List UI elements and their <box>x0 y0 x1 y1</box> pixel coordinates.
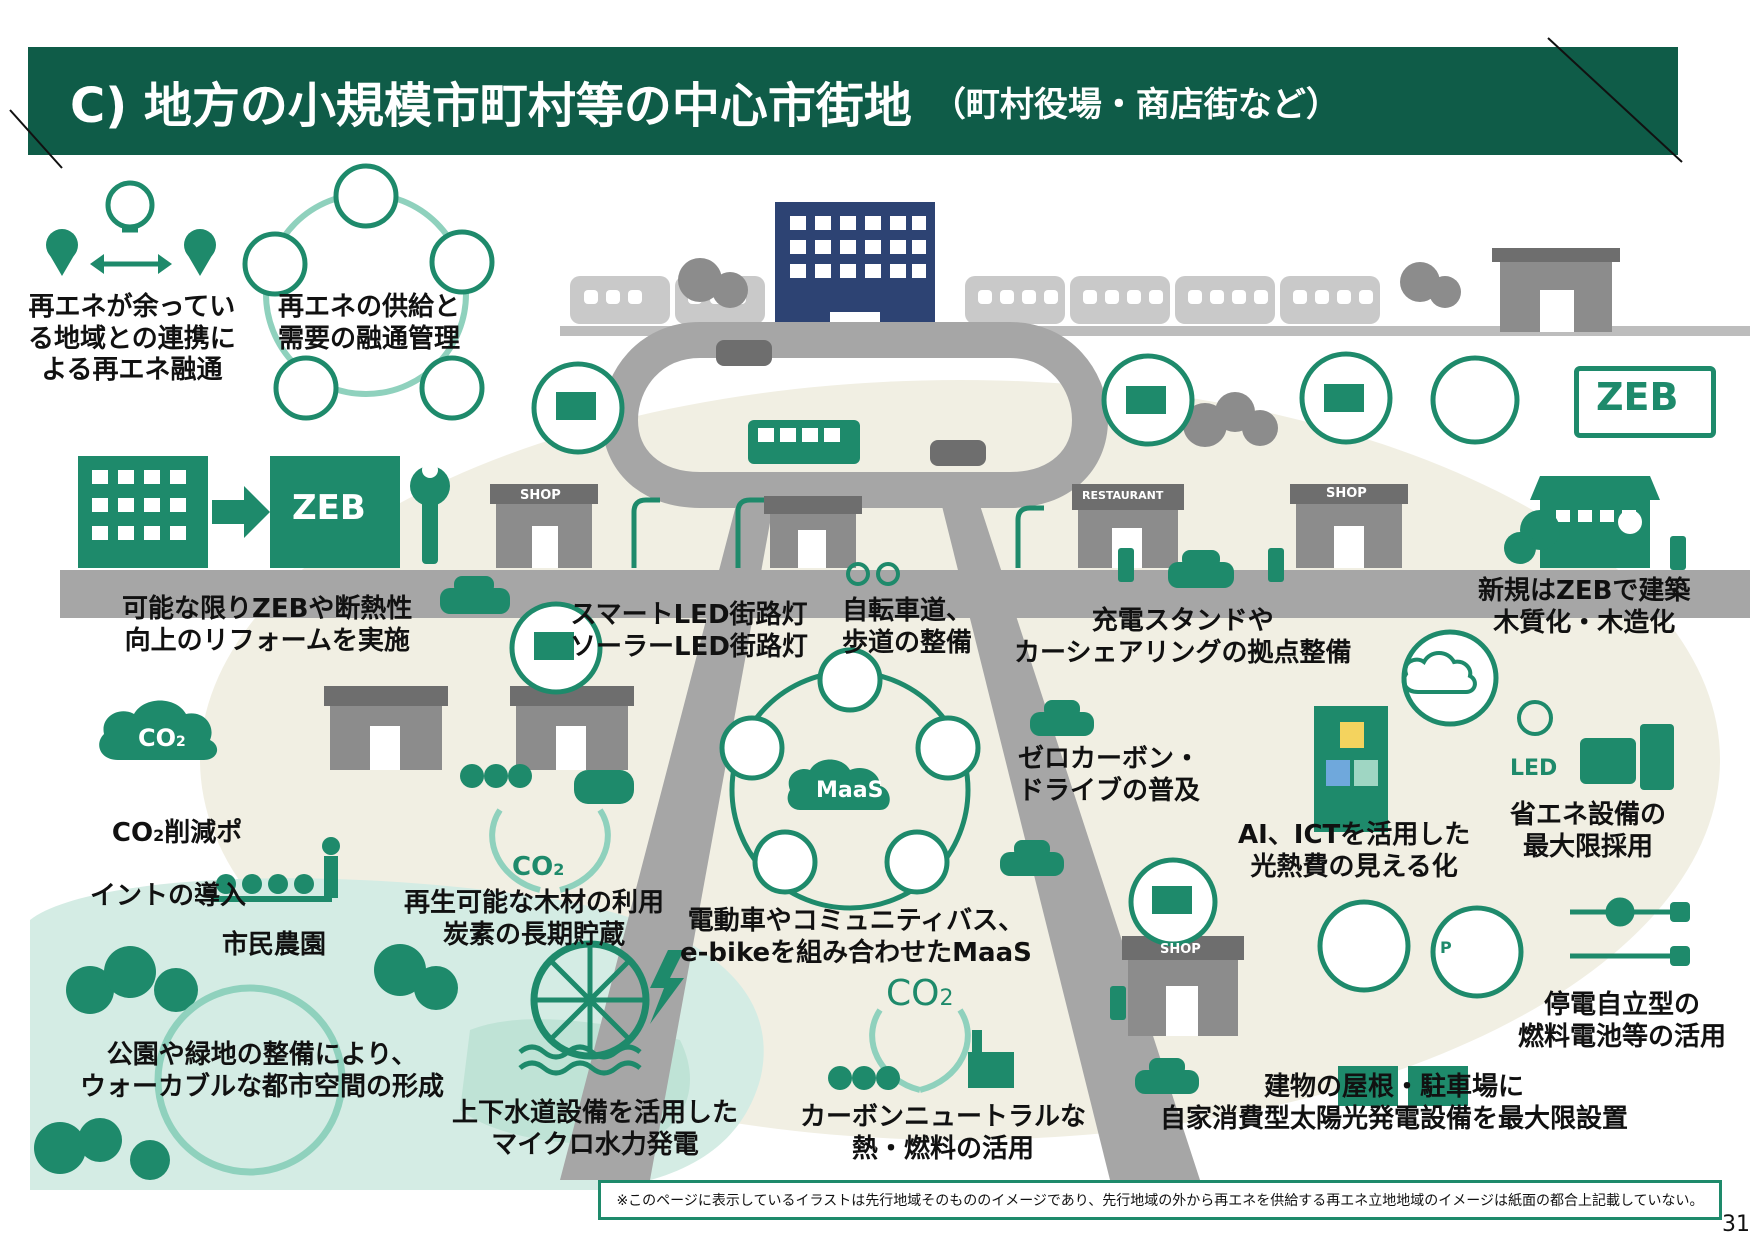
label-bike-walk: 自転車道、 歩道の整備 <box>842 596 973 658</box>
shop-center <box>764 496 862 568</box>
page-title: C) 地方の小規模市町村等の中心市街地 <box>70 78 912 134</box>
label-ai-ict: AI、ICTを活用した 光熱費の見える化 <box>1238 820 1471 882</box>
old-building <box>78 456 208 568</box>
cloud-icon <box>1401 651 1477 694</box>
shop-right <box>1290 484 1408 568</box>
park-trees <box>34 944 458 1180</box>
wood-cycle-arrow <box>489 808 611 893</box>
zeb-speech-bubble <box>1574 366 1716 438</box>
ai-ict-building <box>1314 706 1388 832</box>
co2-cloud <box>99 700 218 760</box>
zeb-building <box>270 456 400 568</box>
town-hall-building <box>775 202 935 334</box>
label-zero-carbon: ゼロカーボン・ ドライブの普及 <box>1018 744 1201 806</box>
label-wood: 再生可能な木材の利用 炭素の長期貯蔵 <box>404 888 665 950</box>
maas-cloud-text: MaaS <box>816 778 884 803</box>
park-cycle <box>154 984 346 1176</box>
double-arrow <box>90 254 172 274</box>
upgrade-arrow <box>212 486 270 538</box>
footnote-text: ※このページに表示しているイラストは先行地域そのもののイメージであり、先行地域の… <box>616 1193 1704 1209</box>
cars-gray <box>716 340 986 466</box>
label-renewable-link: 再エネが余ってい る地域との連携に よる再エネ融通 <box>28 292 236 386</box>
label-energy-saving: 省エネ設備の 最大限採用 <box>1510 800 1667 862</box>
shop-lower-left-a <box>324 686 448 770</box>
label-carbon-neutral: カーボンニュートラルな 熱・燃料の活用 <box>800 1102 1087 1164</box>
bike-icon <box>846 562 900 586</box>
bulb-icon <box>105 180 155 233</box>
water-waves <box>518 1044 642 1076</box>
restaurant-sign: RESTAURANT <box>1082 489 1164 502</box>
loop-road <box>601 322 1109 508</box>
label-supply-demand: 再エネの供給と 需要の融通管理 <box>278 292 461 354</box>
parking-text: P <box>1440 938 1452 957</box>
label-maas: 電動車やコミュニティバス、 e-bikeを組み合わせたMaaS <box>680 906 1032 968</box>
green-trees-cn <box>828 1066 900 1090</box>
label-fuel-cell: 停電自立型の 燃料電池等の活用 <box>1518 990 1727 1052</box>
maas-nodes <box>719 647 981 895</box>
footnote-box: ※このページに表示しているイラストは先行地域そのもののイメージであり、先行地域の… <box>598 1180 1722 1220</box>
label-led-street: スマートLED街路灯 ソーラーLED街路灯 <box>570 600 808 662</box>
label-co2-points: CO2削減ポ イントの導入 <box>90 817 247 912</box>
shop-lower-left-b <box>510 686 634 770</box>
shop-sign-left: SHOP <box>520 488 561 503</box>
maas-cloud <box>787 759 890 810</box>
pin-icons <box>46 229 216 276</box>
train-right <box>965 276 1380 324</box>
road-left-diagonal <box>560 490 776 1180</box>
lightning-icon <box>650 950 684 1024</box>
shop-lower-right <box>1122 936 1244 1036</box>
ev-chargers <box>1110 536 1686 1020</box>
label-hydro: 上下水道設備を活用した マイクロ水力発電 <box>452 1098 739 1160</box>
banner-corner-lines <box>9 37 1683 169</box>
page-number: 31 <box>1722 1212 1750 1237</box>
label-new-zeb: 新規はZEBで建築 木質化・木造化 <box>1478 576 1691 638</box>
solar-bubbles <box>509 351 1524 999</box>
street-lamps <box>631 497 1044 568</box>
label-zeb-reform: 可能な限りZEBや断熱性 向上のリフォームを実施 <box>122 594 413 656</box>
green-cars <box>440 550 1234 1094</box>
shop-sign-lower: SHOP <box>1160 942 1201 957</box>
green-bus <box>748 420 860 464</box>
co2-cloud-text: CO2 <box>138 724 186 752</box>
title-banner: C) 地方の小規模市町村等の中心市街地 （町村役場・商店街など） <box>28 47 1678 155</box>
supply-cycle-nodes <box>242 163 495 421</box>
label-farm: 市民農園 <box>222 930 327 960</box>
zeb-bubble-text: ZEB <box>1596 375 1679 419</box>
green-trees-right <box>1504 510 1560 564</box>
led-text: LED <box>1510 756 1558 781</box>
label-parks: 公園や緑地の整備により、 ウォーカブルな都市空間の形成 <box>80 1040 445 1102</box>
rail-line <box>560 326 1750 336</box>
plug-icons <box>1570 897 1690 966</box>
zeb-sign-text: ZEB <box>292 488 366 528</box>
factory <box>968 1030 1014 1088</box>
shop-left <box>490 484 598 568</box>
wrench-icon <box>410 462 450 564</box>
label-charging: 充電スタンドや カーシェアリングの拠点整備 <box>1014 606 1352 668</box>
gray-shop-top-right <box>1492 248 1620 332</box>
gray-trees-top <box>678 258 1461 447</box>
energy-saving-icons <box>1580 724 1674 790</box>
page-subtitle: （町村役場・商店街など） <box>931 84 1340 125</box>
solar-panels <box>534 384 1468 1106</box>
led-bulb <box>1517 700 1553 736</box>
co2-cn-text: CO2 <box>886 973 954 1014</box>
green-trees-wood <box>460 764 532 788</box>
shop-sign-right: SHOP <box>1326 486 1367 501</box>
label-solar-roof: 建物の屋根・駐車場に 自家消費型太陽光発電設備を最大限設置 <box>1160 1072 1629 1134</box>
co2-wood-text: CO2 <box>512 852 565 882</box>
logs <box>574 770 634 804</box>
cn-cycle-arrow <box>869 1008 971 1093</box>
main-street <box>60 570 1750 618</box>
farm-icon <box>212 837 340 902</box>
